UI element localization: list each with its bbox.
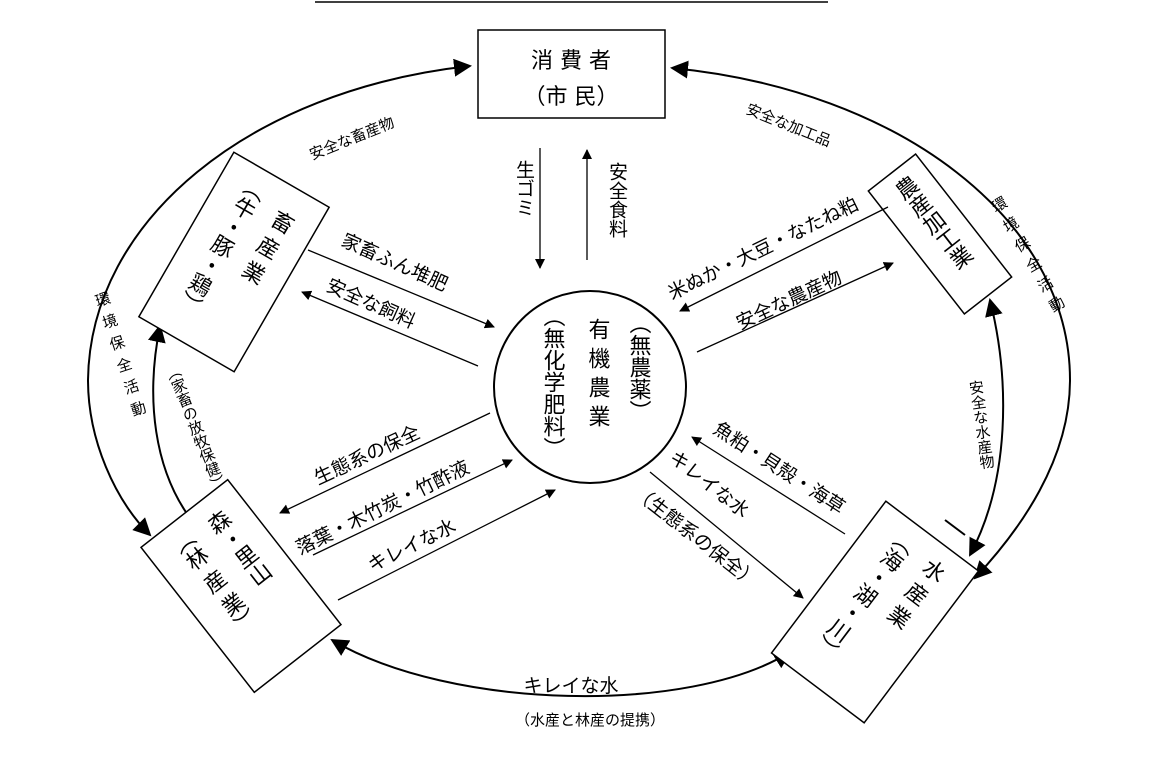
safe-food-label: 安全食料 [606, 162, 628, 238]
inner-arc-left [148, 324, 191, 519]
outer-arc-right [670, 60, 1072, 580]
manure-arrow [307, 249, 495, 329]
rice-bran-arrow [679, 206, 889, 312]
water-box: 水 産 業 （海・湖・川） [770, 500, 980, 724]
garbage-label: 生ゴミ [513, 160, 535, 217]
safe-produce-arrow [696, 262, 894, 353]
fish-arrow [691, 436, 846, 535]
center-no-pesticide: （無農薬） [626, 312, 652, 422]
inner-arc-right [969, 298, 1005, 557]
safe-processed-label: 安全な加工品 [744, 100, 834, 150]
right-connector [944, 519, 966, 536]
outer-arc-bottom [330, 638, 792, 698]
outer-arc-left [86, 58, 472, 537]
center-no-chem-fert: （無化学肥料） [540, 305, 566, 459]
livestock-box: 畜 産 業 （牛・豚・鶏） [137, 151, 331, 373]
safe-feed-arrow [301, 290, 479, 367]
consumer-box: 消 費 者 （市 民） [477, 29, 666, 119]
ecosystem-label: 生態系の保全 [311, 421, 424, 489]
ecosystem-arrow [279, 412, 491, 514]
safe-seafood-label: 安全な水産物 [966, 379, 997, 472]
env-right-label: 環境保全活動 [987, 194, 1072, 323]
safe-feed-label: 安全な飼料 [323, 274, 419, 333]
collab-label: （水産と林産の提携） [515, 711, 665, 729]
leaves-arrow [312, 459, 513, 556]
center-title: 有 機 農 業 [585, 318, 611, 427]
organic-farming-center: （無農薬） 有 機 農 業 （無化学肥料） [493, 290, 687, 484]
consumer-label: 消 費 者 [531, 49, 611, 74]
safe-livestock-label: 安全な畜産物 [307, 113, 397, 163]
clean-water-forest-arrow [337, 489, 556, 601]
clean-water-sea-arrow [649, 471, 804, 599]
processing-box: 農産加工業 [867, 153, 1013, 315]
forest-box: 森・里山 （林 産 業） [139, 478, 343, 694]
grazing-label: （家畜の放牧保健） [162, 362, 229, 494]
consumer-sublabel: （市 民） [524, 85, 619, 110]
clean-water-bottom-label: キレイな水 [523, 675, 618, 697]
